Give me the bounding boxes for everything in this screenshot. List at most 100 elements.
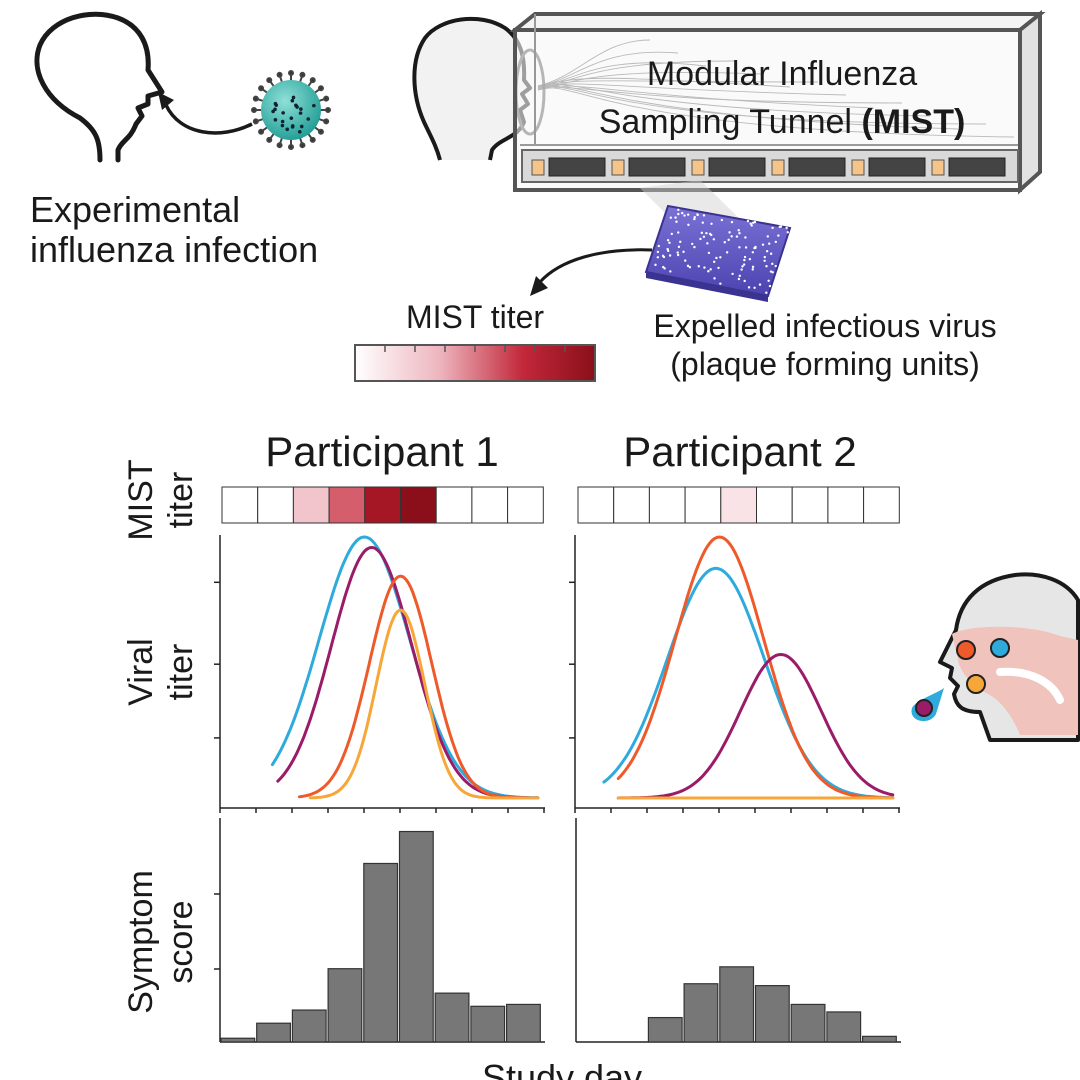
plaque-dot — [696, 213, 699, 216]
sampler-peltier — [611, 159, 625, 176]
tunnel-label-bold: (MIST) — [861, 103, 965, 141]
virus-spike-tip — [288, 144, 294, 150]
virus-spike-tip — [276, 142, 283, 149]
plaque-dot — [669, 216, 673, 219]
plaque-dot — [763, 259, 766, 263]
participant-panels — [214, 486, 901, 1043]
plaque-dot — [693, 245, 696, 249]
plaque-dot — [709, 268, 712, 271]
viral-curve-1 — [270, 535, 540, 800]
plaque-dot — [765, 291, 768, 294]
swab-sample-dot — [915, 699, 933, 717]
plaque-dot — [700, 231, 704, 235]
symptom-bar — [719, 966, 755, 1043]
head-silhouette-left-icon — [34, 11, 165, 163]
plaque-dot — [712, 238, 716, 241]
plaque-dot — [730, 220, 734, 224]
virus-spike-tip — [276, 71, 283, 78]
plaque-dot — [674, 216, 677, 219]
plaque-dot — [777, 234, 780, 237]
plaque-dot — [730, 235, 733, 238]
plaque-dot — [679, 240, 682, 244]
symptom-bar — [291, 1009, 327, 1043]
plaque-dot — [768, 242, 771, 245]
plaque-dot — [751, 268, 754, 271]
symptom-bar — [434, 992, 470, 1043]
plaque-dot — [753, 220, 757, 224]
plaque-dot — [765, 264, 768, 268]
virus-spike-tip — [258, 128, 265, 135]
sampler-dish — [948, 157, 1006, 177]
virus-spike-tip — [317, 85, 324, 92]
svg-text:MIST: MIST — [122, 459, 160, 540]
symptom-bar — [861, 1035, 897, 1043]
tunnel-label-plain: Sampling Tunnel — [599, 103, 862, 141]
sampler-peltier — [691, 159, 705, 176]
plaque-dot — [751, 221, 755, 224]
plaque-dot — [710, 222, 713, 225]
plaque-dot — [676, 251, 679, 254]
symptom-bar — [790, 1003, 826, 1043]
plaque-dot — [751, 251, 755, 254]
participant-1-symptom-panel — [214, 818, 545, 1043]
plaque-dot — [669, 270, 672, 273]
participant-1-panel — [214, 486, 545, 1043]
plaque-dot — [753, 286, 756, 290]
virus-spike-tip — [309, 136, 316, 143]
plaque-dot — [686, 264, 690, 268]
virus-spike-tip — [309, 77, 316, 84]
sample-plate-icon — [640, 180, 792, 302]
virus-spike-tip — [317, 128, 324, 135]
plaque-dot — [682, 250, 685, 254]
symptom-bar — [647, 1016, 683, 1043]
tunnel-label-line2: Sampling Tunnel (MIST) — [599, 103, 966, 141]
plaque-dot — [725, 251, 729, 254]
virus-dot — [274, 103, 279, 107]
virus-dot — [281, 111, 285, 115]
participant-1-mist-heatmap — [221, 486, 544, 524]
svg-text:score: score — [162, 900, 200, 983]
plaque-dot — [731, 272, 734, 276]
plaque-dot — [707, 251, 711, 255]
plaque-dot — [677, 208, 680, 211]
plaque-dot — [754, 245, 757, 249]
plaque-dot — [723, 241, 726, 244]
svg-text:titer: titer — [162, 644, 200, 701]
plaque-dot — [749, 222, 752, 225]
plaque-dot — [744, 246, 748, 249]
plaque-dot — [771, 271, 774, 274]
participant-2-panel — [569, 486, 901, 1043]
plaque-dot — [703, 266, 706, 269]
mist-cell — [863, 486, 900, 524]
plaque-dot — [738, 246, 741, 249]
virus-dot — [299, 107, 303, 111]
plaque-dot — [758, 283, 762, 286]
plaque-dot — [706, 242, 709, 245]
plate-label-line2: (plaque forming units) — [670, 346, 979, 382]
plaque-dot — [744, 236, 747, 239]
virus-spike-tip — [299, 71, 306, 78]
virus-spike-tip — [299, 142, 306, 149]
mist-cell — [221, 486, 259, 524]
symptom-bar — [220, 1037, 256, 1043]
plaque-dot — [742, 263, 746, 266]
plaque-dot — [666, 238, 670, 242]
virus-spike-tip — [266, 77, 273, 84]
plaque-dot — [743, 279, 746, 283]
breath-strand — [537, 39, 651, 87]
symptom-axis-label: Symptom score — [122, 870, 200, 1014]
plaque-dot — [737, 277, 741, 281]
plaque-dot — [743, 258, 746, 262]
viral-curve-3 — [297, 574, 540, 800]
virus-dot — [306, 117, 311, 121]
breath-strand — [537, 87, 1015, 138]
plaque-dot — [702, 235, 706, 239]
sampler-dish — [868, 157, 926, 177]
symptom-bar — [826, 1011, 862, 1043]
virus-spike-tip — [325, 107, 331, 113]
plaque-dot — [740, 268, 743, 271]
plaque-dot — [668, 254, 672, 257]
plaque-dot — [748, 257, 752, 261]
plaque-dot — [785, 226, 788, 230]
